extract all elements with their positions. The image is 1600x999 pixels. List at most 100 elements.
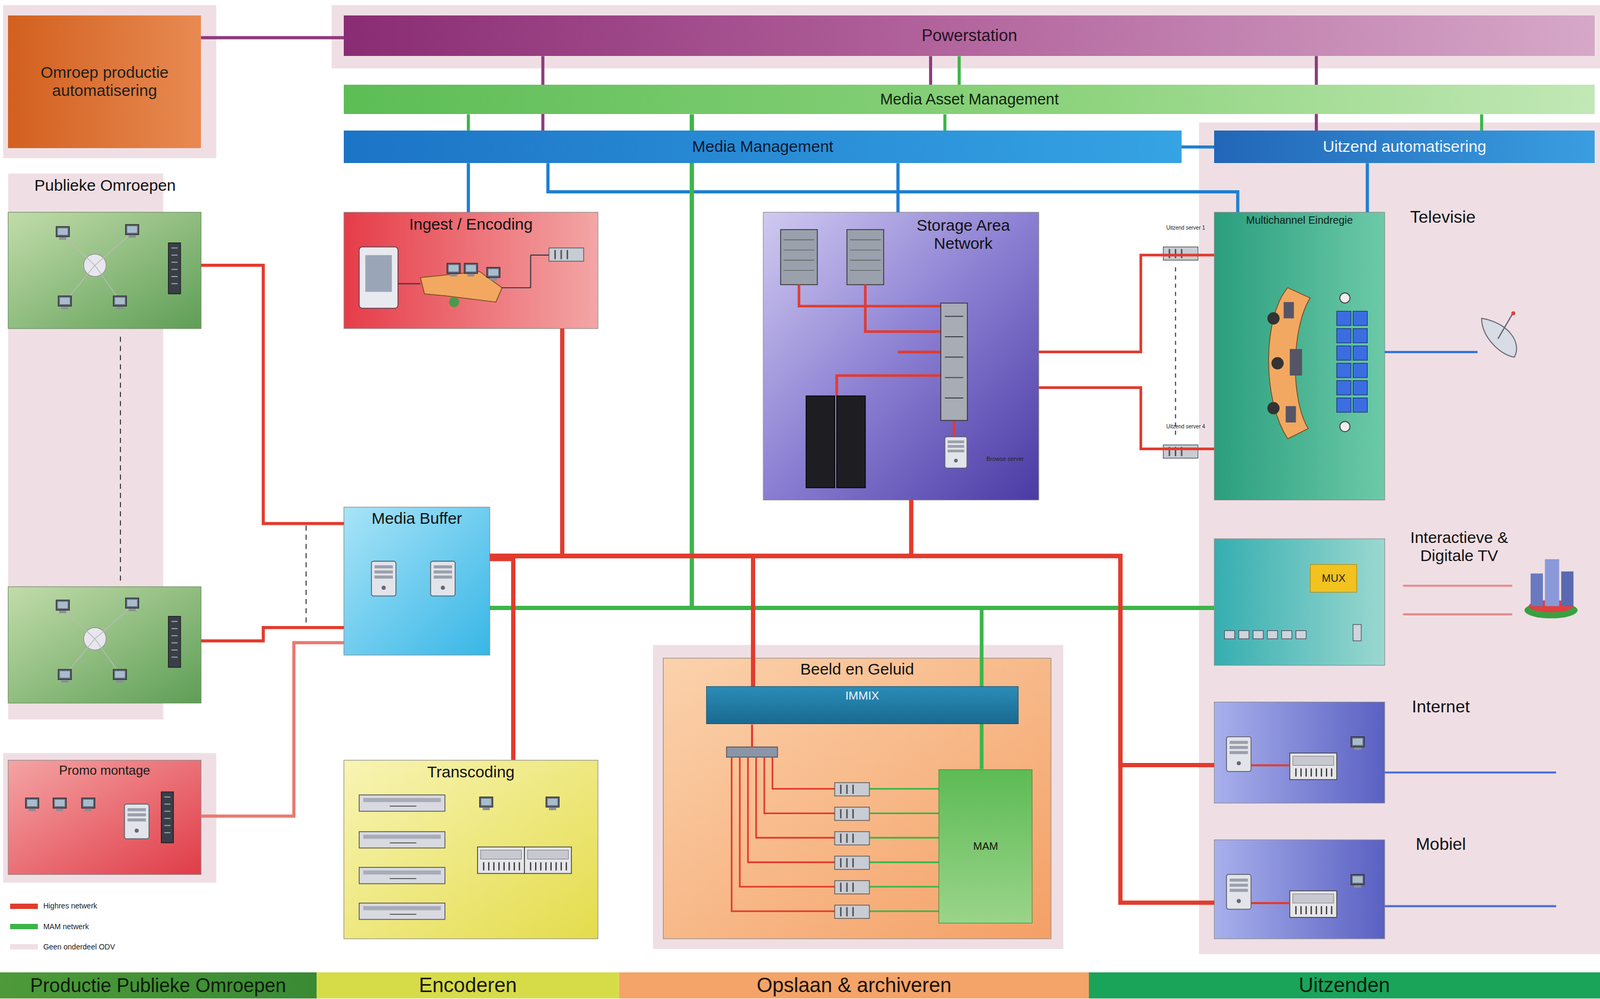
box-fill (7, 212, 1385, 940)
transcoding-equipment (359, 795, 446, 812)
archive-equipment (739, 757, 835, 887)
san-equipment (944, 336, 964, 338)
node-label: MUX (1321, 572, 1346, 585)
internet-equipment (1384, 771, 1557, 774)
odv-excluded-region (331, 5, 1600, 69)
system-band: Media Asset Management (343, 84, 1595, 115)
san-equipment (780, 229, 818, 285)
box-fill (343, 760, 599, 940)
odv-excluded-region (652, 644, 1064, 950)
node-label: Transcoding (427, 763, 515, 782)
ingest-equipment (530, 254, 549, 256)
broadcaster-network (55, 224, 139, 310)
san-equipment (798, 284, 941, 306)
archive-equipment (869, 910, 939, 913)
system-band: Media Management (343, 130, 1182, 164)
box-fill (7, 760, 201, 876)
control-room (1268, 287, 1311, 439)
bus-line (957, 55, 961, 85)
network-connector (547, 163, 1238, 213)
node-label: Omroep productie automatisering (11, 63, 198, 101)
ingest-equipment (548, 247, 584, 262)
box-fill (1214, 538, 1385, 666)
node-label: Storage Area Network (889, 216, 1037, 254)
transcoding-equipment (545, 797, 560, 811)
promo-equipment (124, 804, 150, 839)
node-label: Uitzenden (1298, 974, 1391, 998)
internet-equipment (1250, 902, 1290, 905)
phase-bar: Opslaan & archiveren (619, 972, 1089, 999)
san-equipment (898, 350, 941, 354)
equipment-label: Browse server (975, 456, 1035, 463)
process-box: Multichannel EindregieTelevisie (1214, 212, 1385, 500)
digital-tv-equipment (1402, 613, 1513, 616)
internet-equipment (1289, 891, 1337, 918)
san-equipment (780, 229, 968, 489)
label-anchor: Interactieve & Digitale TV (1387, 528, 1531, 566)
san-equipment (944, 397, 964, 399)
promo-equipment (160, 792, 174, 844)
internet-equipment (1226, 737, 1251, 772)
broadcaster-network (200, 627, 344, 642)
control-room (1267, 287, 1517, 439)
archive-equipment (869, 861, 939, 864)
phase-bar: Productie Publieke Omroepen (0, 972, 317, 999)
san-equipment (944, 377, 964, 379)
ingest-equipment (447, 263, 461, 277)
network-connector (466, 163, 471, 213)
transcoding-equipment (359, 795, 572, 920)
control-room (1384, 351, 1478, 354)
network-connector (1038, 388, 1215, 450)
legend-row: Geen onderdeel ODV (10, 942, 116, 952)
san-equipment (944, 437, 967, 469)
system-bar: IMMIX (706, 686, 1019, 725)
process-box: Promo montage (7, 760, 201, 875)
san-equipment (952, 420, 956, 438)
box-fill (663, 658, 1052, 940)
archive-equipment (834, 782, 870, 797)
transcoding-equipment (359, 903, 446, 920)
control-room (1353, 345, 1368, 361)
odv-excluded-region (3, 753, 217, 883)
archive-equipment (756, 757, 835, 838)
control-room (1336, 328, 1352, 344)
phase-bar: Encoderen (316, 972, 620, 999)
process-box: Mobiel (1214, 839, 1385, 940)
internet-equipment (1351, 874, 1365, 888)
archive-equipment (764, 757, 835, 814)
storage-box: MAM (938, 769, 1033, 924)
digital-tv-equipment (1238, 631, 1249, 640)
control-room (1336, 345, 1352, 361)
control-room (1353, 363, 1368, 378)
equipment-label: Uitzend server 1 (1161, 225, 1211, 232)
node-label: Media Asset Management (879, 90, 1059, 109)
promo-equipment (81, 798, 95, 812)
mux-box: MUX (1310, 564, 1357, 594)
archive-equipment (869, 837, 939, 839)
san-equipment (850, 270, 881, 271)
control-room (1353, 328, 1368, 344)
phase-bar: Uitzenden (1088, 972, 1600, 999)
broadcaster-network (305, 525, 307, 625)
broadcaster-network (55, 598, 139, 683)
node-label: Encoderen (418, 974, 517, 998)
control-room (1285, 406, 1296, 423)
ingest-equipment (486, 267, 500, 281)
archive-equipment (726, 724, 939, 919)
bus-line (1480, 114, 1484, 132)
control-room (1336, 311, 1368, 413)
transcoding-equipment (477, 847, 525, 875)
san-equipment (850, 260, 881, 261)
media-buffer-servers (371, 561, 456, 596)
san-equipment (850, 239, 881, 241)
transcoding-equipment (524, 847, 572, 875)
broadcaster-network (7, 212, 344, 703)
playout-server (1163, 246, 1199, 261)
broadcaster-network (168, 616, 181, 668)
control-room (1353, 311, 1368, 326)
ingest-equipment (448, 296, 459, 307)
media-buffer-servers (430, 561, 456, 596)
network-connector (489, 555, 1215, 765)
node-label: IMMIX (845, 689, 880, 703)
control-room (1353, 380, 1368, 395)
